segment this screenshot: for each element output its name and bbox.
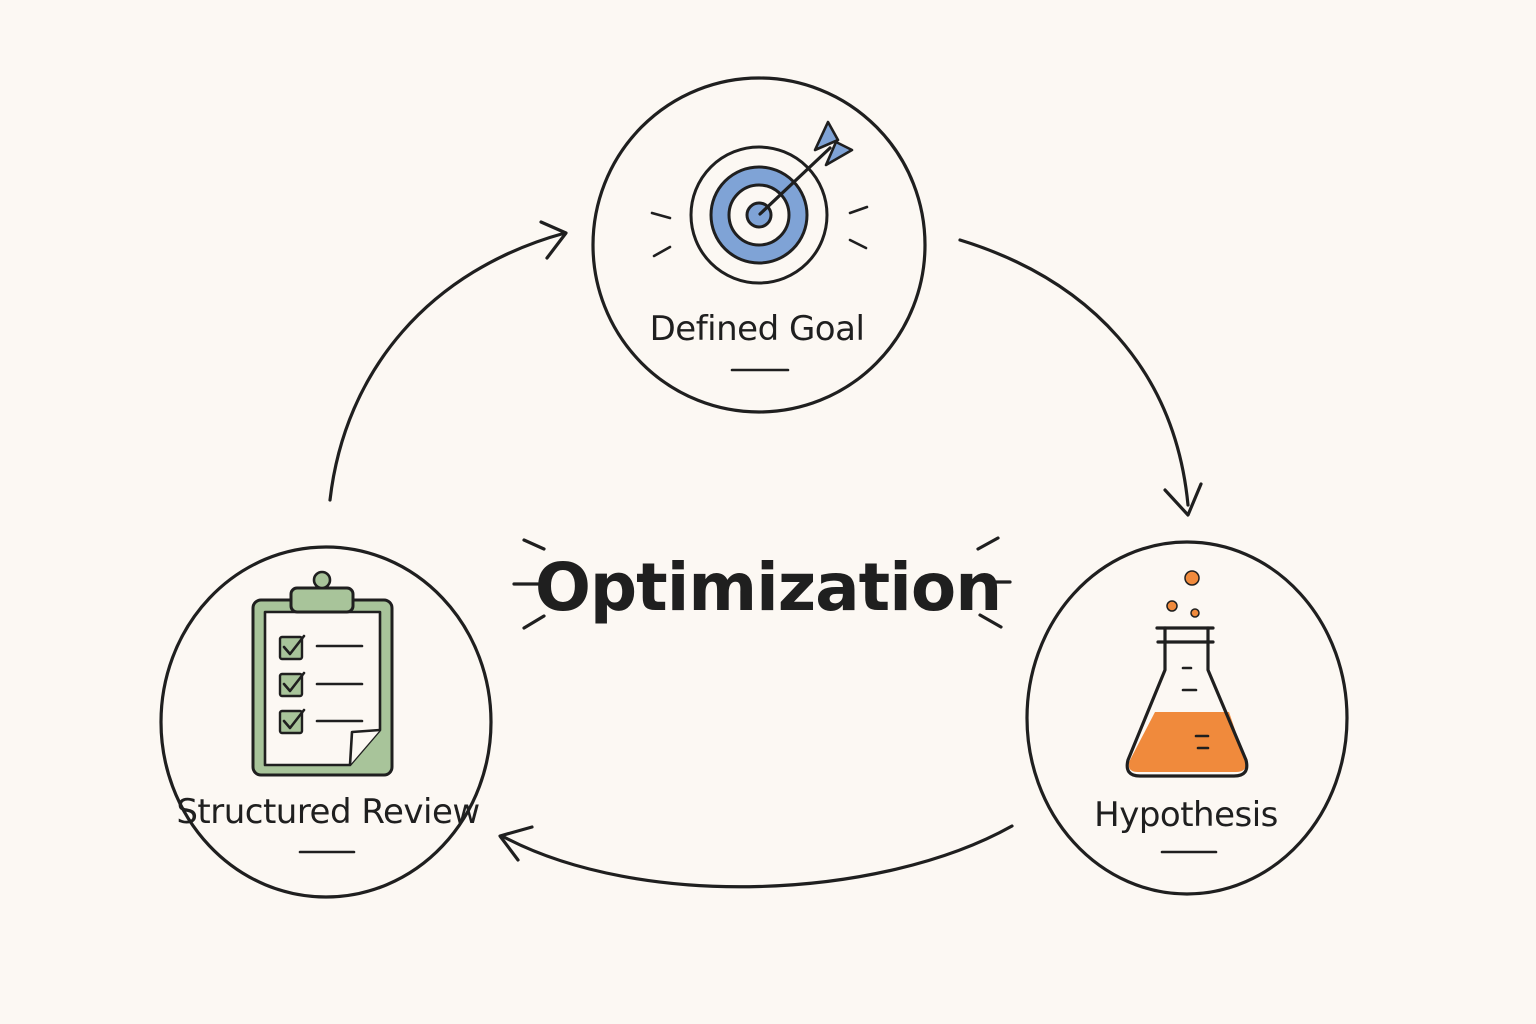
cycle-arrow-hypothesis-to-review bbox=[498, 824, 1014, 889]
node-label-defined-goal: Defined Goal bbox=[650, 309, 865, 349]
cycle-arrow-goal-to-hypothesis bbox=[958, 238, 1203, 517]
center-label-optimization: Optimization bbox=[535, 549, 1001, 626]
node-structured-review: Structured Review bbox=[159, 545, 493, 899]
cycle-arrow-review-to-goal bbox=[328, 220, 568, 502]
target-icon bbox=[650, 120, 869, 285]
node-label-structured-review: Structured Review bbox=[176, 792, 479, 832]
clipboard-checklist-icon bbox=[251, 570, 394, 777]
emphasis-dash bbox=[522, 538, 546, 551]
emphasis-dash bbox=[976, 536, 1000, 551]
node-hypothesis: Hypothesis bbox=[1025, 540, 1349, 896]
center-title: Optimization bbox=[512, 536, 1012, 630]
emphasis-dash bbox=[978, 613, 1003, 629]
node-label-hypothesis: Hypothesis bbox=[1094, 795, 1278, 835]
flask-icon bbox=[1125, 570, 1249, 778]
emphasis-dash bbox=[522, 614, 546, 630]
node-defined-goal: Defined Goal bbox=[591, 76, 927, 414]
